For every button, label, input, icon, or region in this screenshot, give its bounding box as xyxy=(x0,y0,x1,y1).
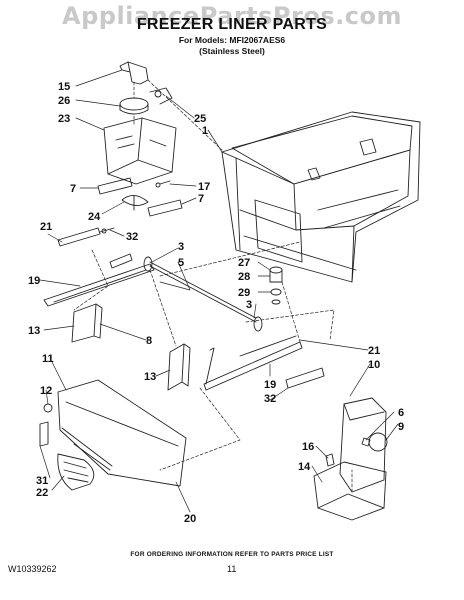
callout-27: 27 xyxy=(238,257,250,269)
bottom-cover-panel xyxy=(39,379,187,491)
callout-12: 12 xyxy=(40,385,52,397)
assembly-lines xyxy=(73,79,353,493)
watermark: AppliancePartsPros.com xyxy=(62,2,402,30)
callout-11: 11 xyxy=(42,353,54,365)
callout-7-right: 7 xyxy=(198,193,204,205)
callout-9: 9 xyxy=(398,421,404,433)
drawer-rod-rollers xyxy=(143,256,283,332)
variant-line: (Stainless Steel) xyxy=(199,46,265,56)
callout-19-right: 19 xyxy=(264,379,276,391)
model-line: For Models: MFI2067AES6 xyxy=(178,35,286,45)
callout-19-left: 19 xyxy=(28,275,40,287)
page-title: FREEZER LINER PARTS xyxy=(136,16,328,33)
callout-20: 20 xyxy=(184,513,196,525)
callout-23: 23 xyxy=(58,113,70,125)
callout-14: 14 xyxy=(298,461,311,473)
callout-10: 10 xyxy=(368,359,380,371)
callout-13-right: 13 xyxy=(144,371,156,383)
callout-21-left: 21 xyxy=(40,221,52,233)
callout-5: 5 xyxy=(178,257,184,269)
ordering-info: FOR ORDERING INFORMATION REFER TO PARTS … xyxy=(130,551,334,558)
callout-26: 26 xyxy=(58,95,70,107)
callout-32-right: 32 xyxy=(264,393,276,405)
light-housing xyxy=(313,397,388,521)
callout-22: 22 xyxy=(36,487,48,499)
callout-6: 6 xyxy=(398,407,404,419)
right-slide-rail xyxy=(167,335,325,391)
callout-13-left: 13 xyxy=(28,325,40,337)
callout-16: 16 xyxy=(302,441,314,453)
callout-1: 1 xyxy=(202,125,208,137)
left-slide-rail xyxy=(43,227,155,343)
callout-8: 8 xyxy=(146,335,152,347)
callout-31: 31 xyxy=(36,475,48,487)
callout-labels: 15 26 23 25 1 7 17 7 24 21 32 3 5 19 27 … xyxy=(28,81,404,525)
callout-32-left: 32 xyxy=(126,231,138,243)
leader-lines xyxy=(39,69,399,513)
callout-17: 17 xyxy=(198,181,210,193)
document-number: W10339262 xyxy=(8,564,57,574)
callout-21-right: 21 xyxy=(368,345,380,357)
callout-28: 28 xyxy=(238,271,250,283)
callout-24: 24 xyxy=(88,211,101,223)
callout-29: 29 xyxy=(238,287,250,299)
fan-motor-assembly xyxy=(97,61,183,217)
callout-3-bottom: 3 xyxy=(246,299,252,311)
callout-3-top: 3 xyxy=(178,241,184,253)
freezer-liner-drawer xyxy=(221,111,421,283)
callout-15: 15 xyxy=(58,81,70,93)
callout-7-left: 7 xyxy=(70,183,76,195)
page-number: 11 xyxy=(227,564,237,574)
callout-25: 25 xyxy=(194,113,206,125)
